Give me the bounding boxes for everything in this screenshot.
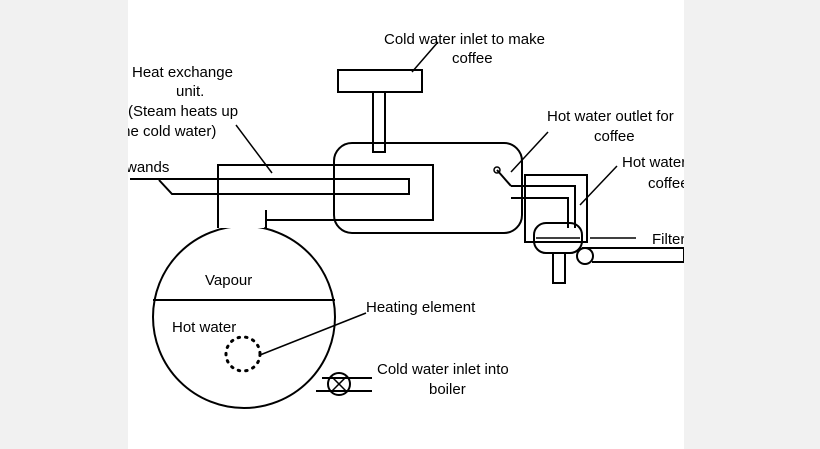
label-hot-water-coffee-2: coffee	[648, 175, 684, 192]
label-cold-inlet-coffee-1: Cold water inlet to make	[384, 31, 545, 48]
leader-heating-element	[259, 312, 367, 356]
coffee-inlet-funnel	[337, 69, 423, 93]
boiler-neck	[217, 210, 267, 228]
group-head-tube-inner	[511, 197, 569, 228]
leader-cold-inlet-coffee	[411, 41, 439, 73]
valve-cross-2	[331, 376, 347, 392]
boiler-inlet-valve	[327, 372, 351, 396]
label-cold-inlet-coffee-2: coffee	[452, 50, 493, 67]
boiler-neck-fill	[220, 210, 264, 228]
label-vapour: Vapour	[205, 272, 252, 289]
diagram-canvas: Cold water inlet to make coffee Heat exc…	[128, 0, 684, 449]
label-heat-exchange-3: (Steam heats up	[128, 103, 238, 120]
heat-exchange-chamber	[333, 142, 523, 234]
label-hot-outlet-2: coffee	[594, 128, 635, 145]
label-heat-exchange-2: unit.	[176, 83, 204, 100]
steam-wand-pipe	[130, 178, 410, 195]
leader-hot-outlet	[510, 131, 549, 173]
heating-element	[224, 335, 262, 373]
group-head-housing	[524, 174, 588, 243]
filter-handle-joint	[576, 247, 594, 265]
label-steam-wands: wands	[128, 159, 169, 176]
leader-hot-water-coffee	[579, 165, 618, 206]
hot-outlet-tube	[496, 169, 512, 187]
label-filter: Filter	[652, 231, 684, 248]
label-heat-exchange-1: Heat exchange	[132, 64, 233, 81]
label-heating-element: Heating element	[366, 299, 476, 316]
leader-heat-exchange	[235, 124, 273, 174]
label-cold-inlet-boiler-1: Cold water inlet into	[377, 361, 509, 378]
filter-spout	[552, 252, 566, 284]
group-head-tube-outer	[511, 185, 576, 228]
coffee-inlet-pipe	[372, 91, 386, 153]
coffee-machine-diagram: Cold water inlet to make coffee Heat exc…	[128, 31, 684, 409]
label-hot-outlet-1: Hot water outlet for	[547, 108, 674, 125]
hot-outlet-nozzle	[493, 166, 501, 174]
label-heat-exchange-4: the cold water)	[128, 123, 216, 140]
filter-handle	[582, 247, 684, 263]
label-hot-water: Hot water	[172, 319, 236, 336]
label-cold-inlet-boiler-2: boiler	[429, 381, 466, 398]
label-hot-water-coffee-1: Hot water	[622, 154, 684, 171]
boiler	[152, 225, 336, 409]
